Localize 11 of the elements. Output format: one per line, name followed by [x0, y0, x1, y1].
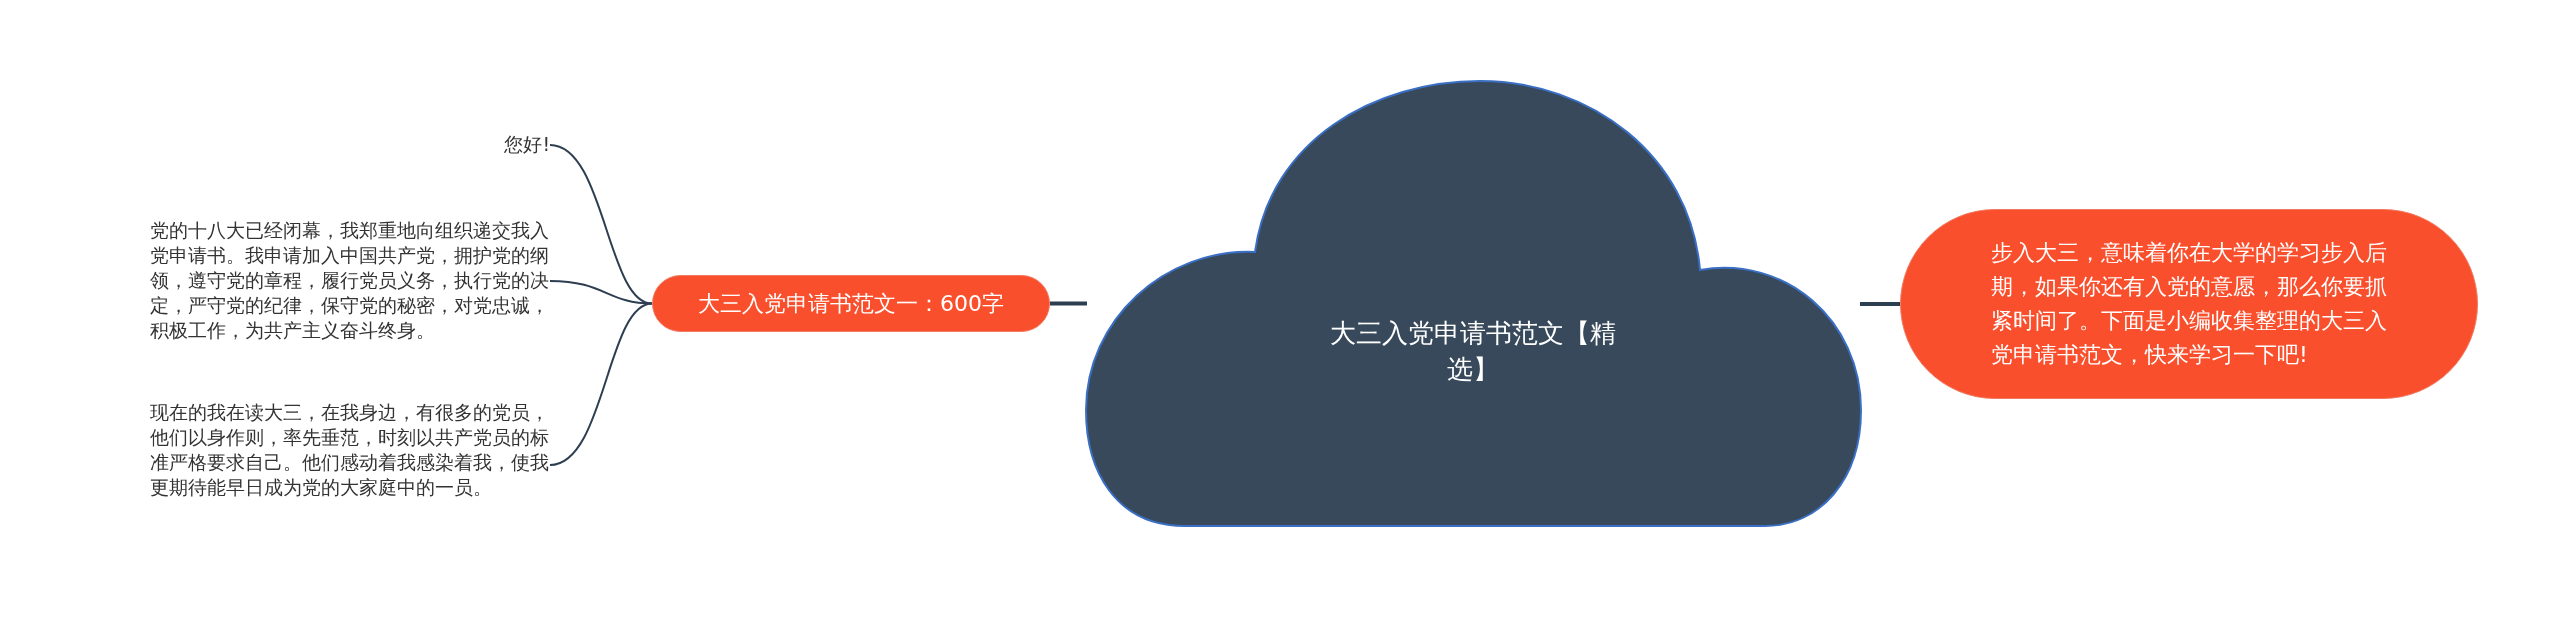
connector-line: [1860, 302, 1900, 306]
note-text: 您好!: [470, 132, 550, 158]
summary-pill: 步入大三，意味着你在大学的学习步入后期，如果你还有入党的意愿，那么你要抓紧时间了。下面是小编收集整理的大三入党申请书范文，快来学习一下吧!: [1900, 209, 2478, 399]
paragraph-text: 现在的我在读大三，在我身边，有很多的党员，他们以身作则，率先垂范，时刻以共产党员的标准严格要求自己。他们感动着我感染着我，使我更期待能早日成为党的大家庭中的一员。: [150, 400, 550, 530]
central-topic-text: 大三入党申请书范文【精选】: [1329, 317, 1617, 386]
paragraph-text: 党的十八大已经闭幕，我郑重地向组织递交我入党申请书。我申请加入中国共产党，拥护党的纲领，遵守党的章程，履行党员义务，执行党的决定，严守党的纪律，保守党的秘密，对党忠诚，积极工作，为共产主义奋斗终身。: [150, 218, 550, 344]
cloud-shape: [1085, 80, 1862, 527]
connector-line: [549, 280, 653, 305]
connector-line: [549, 302, 653, 466]
topic-pill: 大三入党申请书范文一：600字: [652, 275, 1050, 332]
connector-line: [1050, 301, 1087, 306]
